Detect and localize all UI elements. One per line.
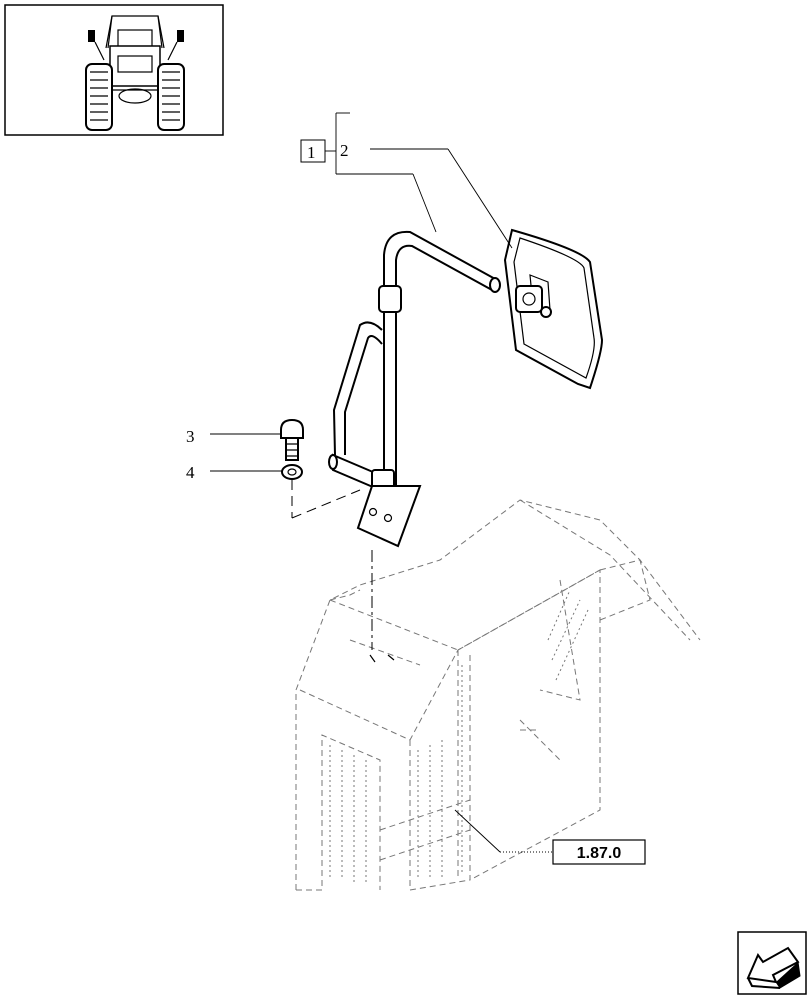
reference-label: 1.87.0 bbox=[577, 845, 622, 862]
callout-2: 2 bbox=[340, 141, 513, 249]
assembly-centerlines bbox=[291, 480, 395, 663]
tractor-front-icon bbox=[4, 4, 224, 136]
washer bbox=[281, 464, 303, 480]
callout-2-label: 2 bbox=[340, 141, 349, 160]
callout-3: 3 bbox=[186, 427, 280, 446]
callout-1: 1 bbox=[300, 112, 437, 233]
mirror-assembly bbox=[328, 230, 501, 548]
cab-frame-outline bbox=[295, 499, 701, 891]
callout-4-label: 4 bbox=[186, 463, 195, 482]
bolt bbox=[280, 418, 304, 461]
reference-link[interactable]: 1.87.0 bbox=[454, 809, 646, 865]
callout-3-label: 3 bbox=[186, 427, 195, 446]
back-arrow-icon[interactable] bbox=[737, 931, 807, 995]
callout-1-label: 1 bbox=[307, 143, 316, 162]
callout-4: 4 bbox=[186, 463, 282, 482]
mirror-head bbox=[503, 228, 604, 390]
